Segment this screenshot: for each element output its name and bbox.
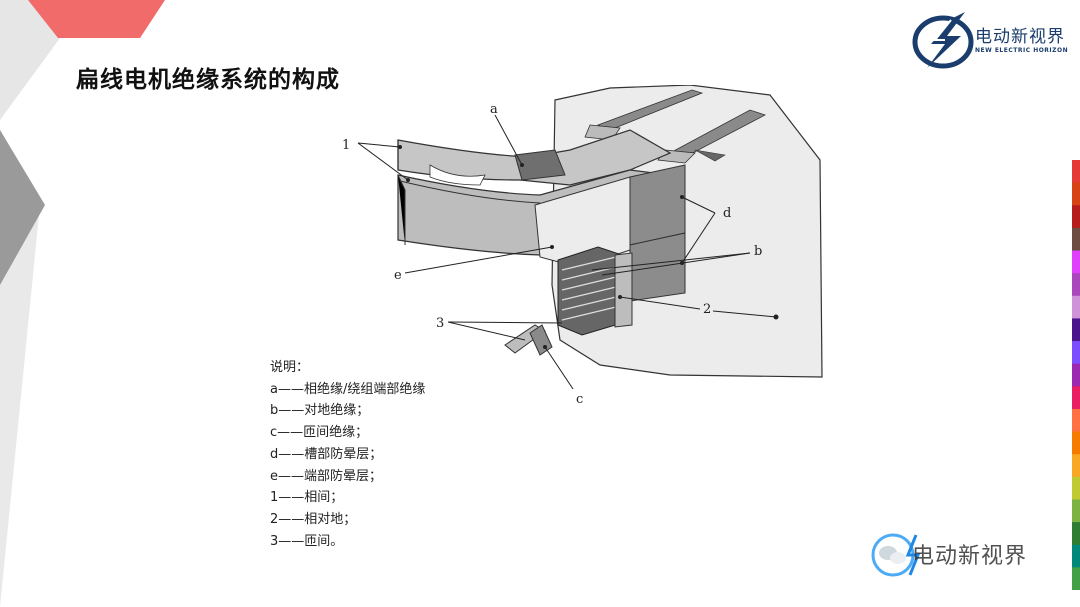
legend-item: 3——匝间。 [270,533,344,549]
color-strip-segment [1072,363,1080,387]
color-strip-segment [1072,295,1080,319]
color-strip-segment [1072,318,1080,342]
color-strip-segment [1072,250,1080,274]
legend-item: 2——相对地； [270,511,357,527]
legend-item: 1——相间； [270,490,344,506]
color-strip-segment [1072,476,1080,500]
watermark-text: 电动新视界 [912,544,1028,569]
label-a: a [490,102,498,117]
label-1: 1 [342,138,350,153]
color-strip-segment [1072,408,1080,433]
brand-logo-icon [912,12,974,69]
color-strip-segment [1072,205,1080,229]
watermark-logo-icon [871,533,921,577]
legend-item: b——对地绝缘； [270,403,370,419]
slot-corona-upper [629,164,686,246]
color-strip-segment [1072,567,1080,590]
legend-item: d——槽部防晕层； [270,446,383,462]
legend: 说明： a——相绝缘/绕组端部绝缘 b——对地绝缘； c——匝间绝缘； d——槽… [270,357,425,552]
color-strip-segment [1072,544,1080,568]
left-decoration [0,0,165,607]
conductor-stack [557,246,623,336]
color-strip-segment [1072,522,1080,546]
label-c: c [576,392,583,405]
label-e: e [394,268,402,283]
color-strip-segment [1072,160,1080,184]
label-3: 3 [436,316,444,331]
slide-title: 扁线电机绝缘系统的构成 [76,67,340,93]
color-strip-segment [1072,431,1080,455]
logo-name-en: NEW ELECTRIC HORIZON [975,47,1069,54]
color-strip-segment [1072,341,1080,365]
insulation-diagram: a 1 d b e 2 3 c [342,85,823,405]
logo-name-cn: 电动新视界 [975,27,1065,47]
color-strip [1072,160,1080,590]
color-strip-segment [1072,227,1080,252]
color-strip-segment [1072,273,1080,297]
color-strip-segment [1072,454,1080,478]
label-d: d [723,206,731,221]
legend-item: c——匝间绝缘； [270,425,369,441]
color-strip-segment [1072,499,1080,523]
legend-heading: 说明： [270,360,310,375]
label-b: b [754,244,762,259]
label-2: 2 [703,302,711,317]
color-strip-segment [1072,182,1080,206]
legend-item: e——端部防晕层； [270,468,382,484]
color-strip-segment [1072,386,1080,410]
legend-item: a——相绝缘/绕组端部绝缘 [270,381,426,397]
